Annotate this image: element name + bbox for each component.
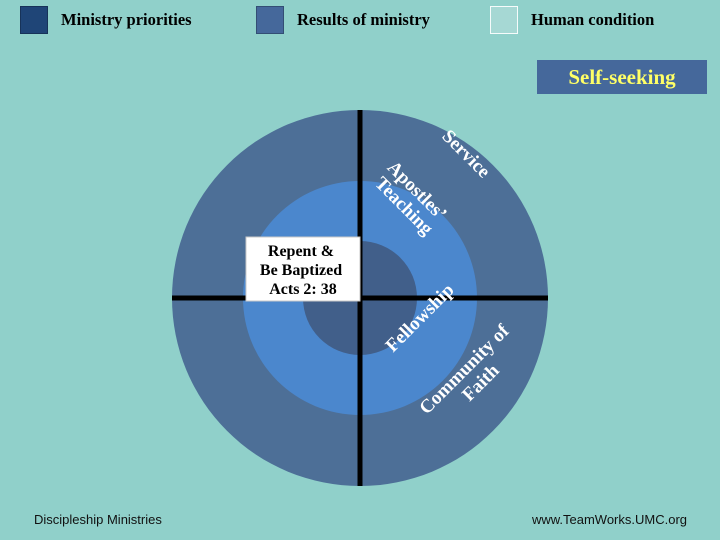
legend-label: Ministry priorities: [61, 10, 192, 29]
legend-item-results-of-ministry: Results of ministry: [256, 6, 430, 34]
footer-website: www.TeamWorks.UMC.org: [531, 512, 687, 527]
scripture-line3: Acts 2: 38: [269, 281, 337, 298]
legend-item-human-condition: Human condition: [490, 6, 654, 34]
results-of-ministry-swatch: [256, 6, 284, 34]
scripture-line2: Be Baptized: [260, 262, 342, 279]
ministry-priorities-swatch: [20, 6, 48, 34]
legend-label: Human condition: [531, 10, 655, 29]
human-condition-swatch: [490, 6, 518, 34]
scripture-box-background: [245, 236, 361, 302]
legend-item-ministry-priorities: Ministry priorities: [20, 6, 192, 34]
scripture-text: Repent & Be Baptized Acts 2: 38: [260, 243, 346, 298]
self-seeking-badge: Self-seeking: [537, 60, 707, 94]
footer-organization: Discipleship Ministries: [34, 512, 162, 527]
scripture-line1: Repent &: [268, 243, 334, 260]
legend-label: Results of ministry: [297, 10, 430, 29]
scripture-box: Repent & Be Baptized Acts 2: 38: [245, 236, 361, 302]
